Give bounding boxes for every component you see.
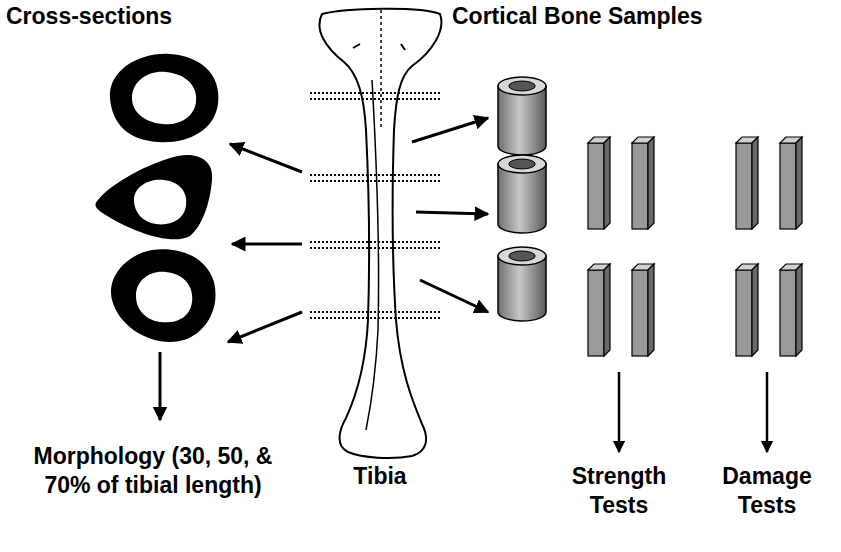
cross-section [111,249,216,342]
bone-beam [632,264,654,356]
bone-beam [736,137,758,229]
bone-beam [632,137,654,229]
bone-beam [736,264,758,356]
part-name: Tibia [320,462,440,491]
cross-section [110,54,219,142]
tibia-outline [319,9,441,458]
bone-beam [588,264,610,356]
cut-lines [310,93,440,318]
bone-beam [588,137,610,229]
tibia-crest [366,80,379,430]
column-heading: Cortical Bone Samples [452,2,837,31]
plateau-mark [401,44,405,50]
arrow [160,144,302,420]
test-label: Damage Tests [700,462,834,521]
bone-cylinder [498,247,546,321]
column-heading: Cross-sections [6,2,256,31]
bone-beam [780,264,802,356]
bone-cylinder [498,155,546,233]
axis-line [380,10,382,130]
test-label: Strength Tests [550,462,688,521]
cross-section [96,155,213,239]
bone-beam [780,137,802,229]
caption-note: Morphology (30, 50, & 70% of tibial leng… [8,442,298,501]
plateau-mark [353,44,360,48]
arrow [619,372,767,452]
arrow [412,118,488,312]
bone-cylinder [498,77,546,155]
